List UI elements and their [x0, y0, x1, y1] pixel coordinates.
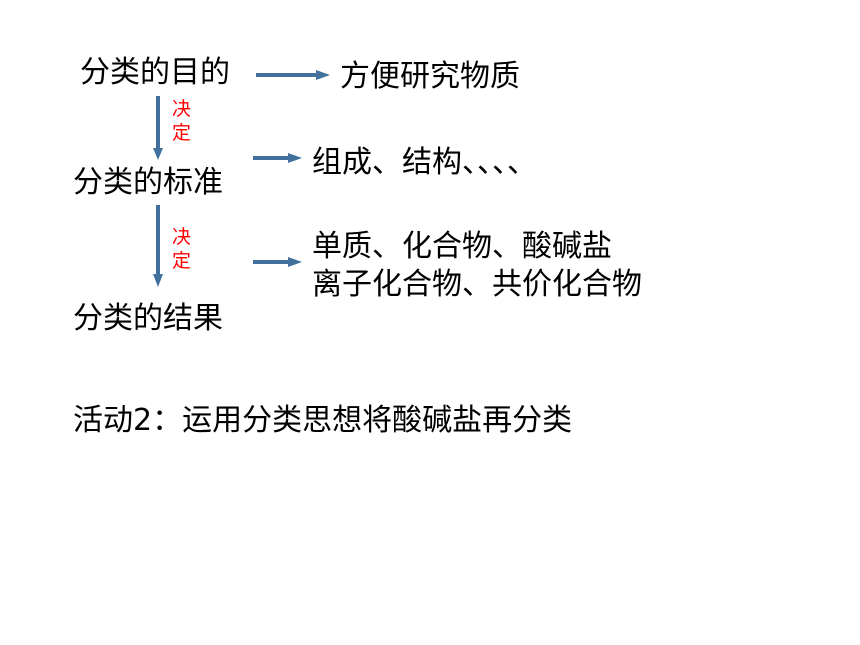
- outcome-result-line1: 单质、化合物、酸碱盐: [312, 229, 612, 264]
- arrow-standard-to-result: [153, 205, 163, 287]
- activity-heading: 活动2：运用分类思想将酸碱盐再分类: [73, 403, 573, 438]
- edge-label-decide-1: 决定: [172, 98, 192, 144]
- arrow-purpose-to-standard: [153, 96, 163, 160]
- outcome-standard: 组成、结构、、、、: [312, 145, 537, 180]
- node-purpose: 分类的目的: [80, 55, 230, 90]
- arrow-purpose-to-outcome: [256, 70, 330, 80]
- node-result: 分类的结果: [73, 301, 223, 336]
- arrow-standard-to-outcome: [253, 153, 302, 163]
- arrow-result-to-outcome: [253, 257, 302, 267]
- outcome-result-line2: 离子化合物、共价化合物: [312, 267, 642, 302]
- edge-label-decide-2: 决定: [172, 226, 192, 272]
- outcome-purpose: 方便研究物质: [340, 59, 520, 94]
- node-standard: 分类的标准: [73, 165, 223, 200]
